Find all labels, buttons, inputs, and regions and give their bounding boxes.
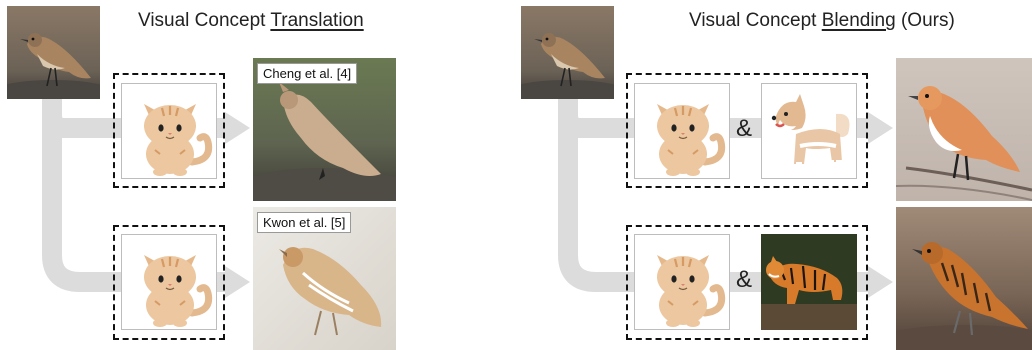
tiger-photo bbox=[761, 234, 857, 330]
right-cat-card-bottom bbox=[634, 234, 730, 330]
right-concept-box-top bbox=[626, 73, 868, 188]
right-connector-bottom bbox=[558, 98, 870, 292]
left-title: Visual Concept Translation bbox=[138, 10, 364, 32]
left-cat-card-bottom bbox=[121, 234, 217, 330]
kwon-label: Kwon et al. [5] bbox=[257, 212, 352, 233]
cat-illustration bbox=[657, 104, 726, 176]
left-concept-box-top bbox=[113, 73, 225, 188]
cat-illustration bbox=[144, 104, 213, 176]
right-title-prefix: Visual Concept bbox=[689, 10, 822, 31]
right-title: Visual Concept Blending (Ours) bbox=[689, 10, 955, 32]
left-cat-card-top bbox=[121, 83, 217, 179]
right-source-bird-photo bbox=[521, 6, 614, 99]
ampersand-top: & bbox=[736, 115, 753, 142]
left-connector-bottom bbox=[42, 98, 225, 292]
left-arrowhead-top bbox=[225, 112, 250, 144]
dog-illustration bbox=[771, 94, 850, 172]
left-title-prefix: Visual Concept bbox=[138, 10, 271, 31]
dog-card bbox=[761, 83, 857, 179]
left-title-emph: Translation bbox=[270, 10, 364, 31]
left-arrowhead-bottom bbox=[225, 266, 250, 298]
right-concept-box-bottom bbox=[626, 225, 868, 340]
ampersand-bottom: & bbox=[736, 266, 753, 293]
right-cat-card-top bbox=[634, 83, 730, 179]
right-title-emph: Blending bbox=[821, 10, 896, 31]
blend-result-tiger-bird bbox=[896, 207, 1032, 350]
cat-illustration bbox=[144, 255, 213, 327]
cat-illustration bbox=[657, 255, 726, 327]
right-arrowhead-bottom bbox=[868, 266, 893, 298]
right-title-suffix: (Ours) bbox=[895, 10, 955, 31]
cheng-label: Cheng et al. [4] bbox=[257, 63, 358, 84]
right-arrowhead-top bbox=[868, 112, 893, 144]
blend-result-dog-bird bbox=[896, 58, 1032, 201]
left-source-bird-photo bbox=[7, 6, 100, 99]
left-concept-box-bottom bbox=[113, 225, 225, 340]
